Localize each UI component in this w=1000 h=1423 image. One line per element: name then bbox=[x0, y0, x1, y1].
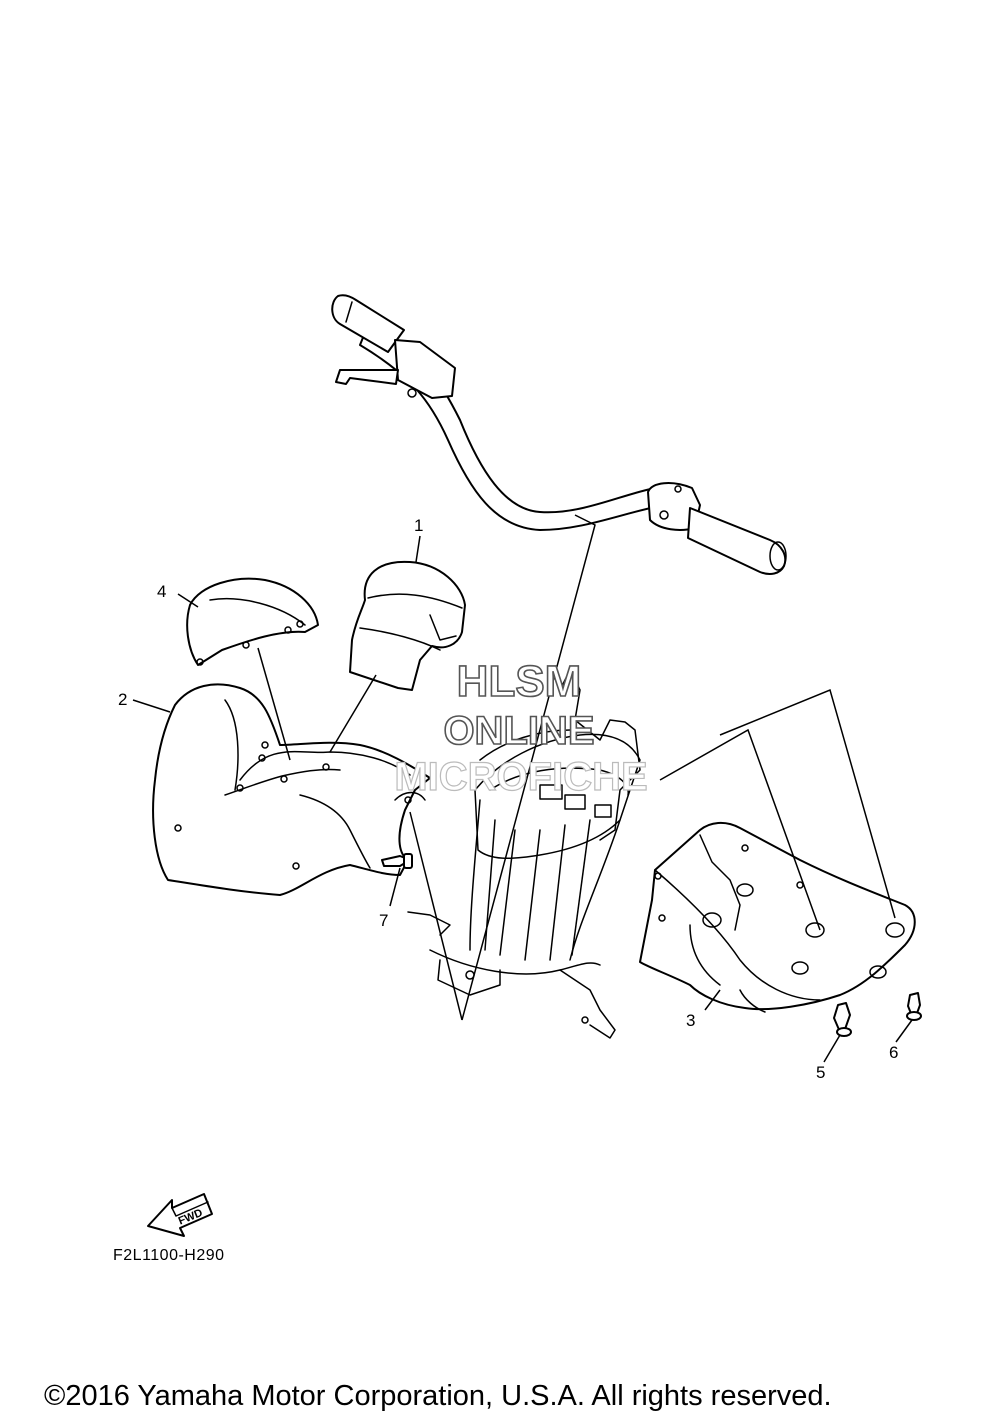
leader-lines bbox=[132, 514, 913, 1063]
callout-3: 3 bbox=[686, 1011, 695, 1030]
handlebar bbox=[331, 294, 787, 575]
part-1-top-cover bbox=[349, 560, 466, 691]
part-6-screw bbox=[906, 992, 922, 1021]
part-4-visor bbox=[186, 577, 319, 666]
callout-1: 1 bbox=[414, 516, 423, 535]
diagram-code: F2L1100-H290 bbox=[113, 1247, 225, 1264]
callout-6: 6 bbox=[889, 1043, 898, 1062]
part-3-lower-cover bbox=[639, 822, 916, 1013]
callout-labels: 1 2 3 4 5 6 7 bbox=[118, 516, 898, 1082]
watermark: HLSM ONLINE MICROFICHE bbox=[394, 656, 649, 799]
watermark-line3: MICROFICHE bbox=[394, 755, 647, 799]
part-2-front-cowl bbox=[152, 683, 431, 896]
copyright-notice: ©2016 Yamaha Motor Corporation, U.S.A. A… bbox=[44, 1380, 832, 1412]
watermark-line2: ONLINE bbox=[443, 709, 594, 753]
watermark-line1: HLSM bbox=[457, 657, 582, 706]
part-5-screw bbox=[833, 1002, 852, 1037]
callout-5: 5 bbox=[816, 1063, 825, 1082]
fwd-arrow-icon: FWD bbox=[147, 1193, 213, 1237]
part-7-screw bbox=[381, 853, 413, 869]
callout-2: 2 bbox=[118, 690, 127, 709]
callout-7: 7 bbox=[379, 911, 388, 930]
callout-4: 4 bbox=[157, 582, 166, 601]
